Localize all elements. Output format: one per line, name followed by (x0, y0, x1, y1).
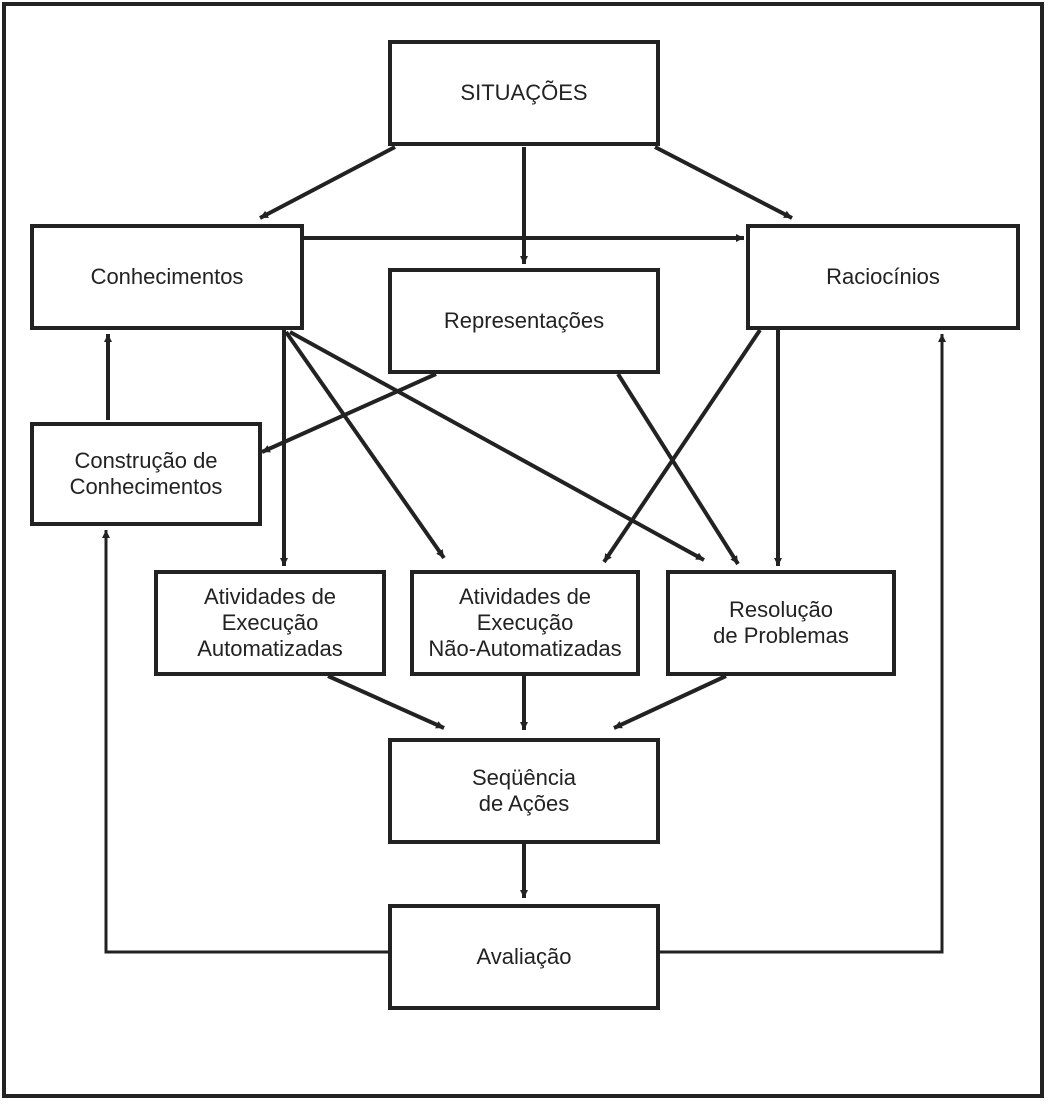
node-raciocinios: Raciocínios (746, 224, 1020, 330)
node-atividades-nao-automatizadas: Atividades de Execução Não-Automatizadas (410, 570, 640, 676)
node-avaliacao-label: Avaliação (476, 944, 572, 969)
node-situacoes: SITUAÇÕES (388, 40, 660, 146)
arrow-raciocinios-to-ativ_nao_auto (602, 328, 762, 564)
arrow-avaliacao-to-construcao (102, 530, 388, 954)
arrow-situacoes-to-conhecimentos (259, 145, 396, 220)
node-representacoes-label: Representações (443, 308, 605, 333)
node-sequencia-de-acoes: Seqüência de Ações (388, 738, 660, 844)
arrow-representacoes-to-resolucao (616, 372, 740, 566)
node-atividades-automatizadas: Atividades de Execução Automatizadas (154, 570, 386, 676)
node-ativ-nao-auto-label: Atividades de Execução Não-Automatizadas (428, 584, 622, 661)
arrow-representacoes-to-construcao (261, 372, 437, 454)
arrow-situacoes-to-raciocinios (654, 145, 793, 220)
node-resolucao-label: Resolução de Problemas (713, 597, 849, 648)
node-construcao-label: Construção de Conhecimentos (69, 448, 223, 499)
arrow-resolucao-to-sequencia (613, 674, 727, 730)
arrow-avaliacao-to-raciocinios (660, 334, 946, 954)
node-resolucao-de-problemas: Resolução de Problemas (666, 570, 896, 676)
node-raciocinios-label: Raciocínios (826, 264, 940, 289)
node-avaliacao: Avaliação (388, 904, 660, 1010)
arrow-conhecimentos-to-ativ_nao_auto (284, 330, 446, 560)
arrow-conhecimentos-to-resolucao (289, 330, 705, 562)
node-representacoes: Representações (388, 268, 660, 374)
node-conhecimentos: Conhecimentos (30, 224, 304, 330)
node-situacoes-label: SITUAÇÕES (460, 80, 588, 105)
node-conhecimentos-label: Conhecimentos (90, 264, 244, 289)
arrow-ativ_auto-to-sequencia (327, 674, 445, 730)
node-sequencia-label: Seqüência de Ações (472, 765, 576, 816)
node-ativ-auto-label: Atividades de Execução Automatizadas (197, 584, 343, 661)
node-construcao-de-conhecimentos: Construção de Conhecimentos (30, 422, 262, 526)
